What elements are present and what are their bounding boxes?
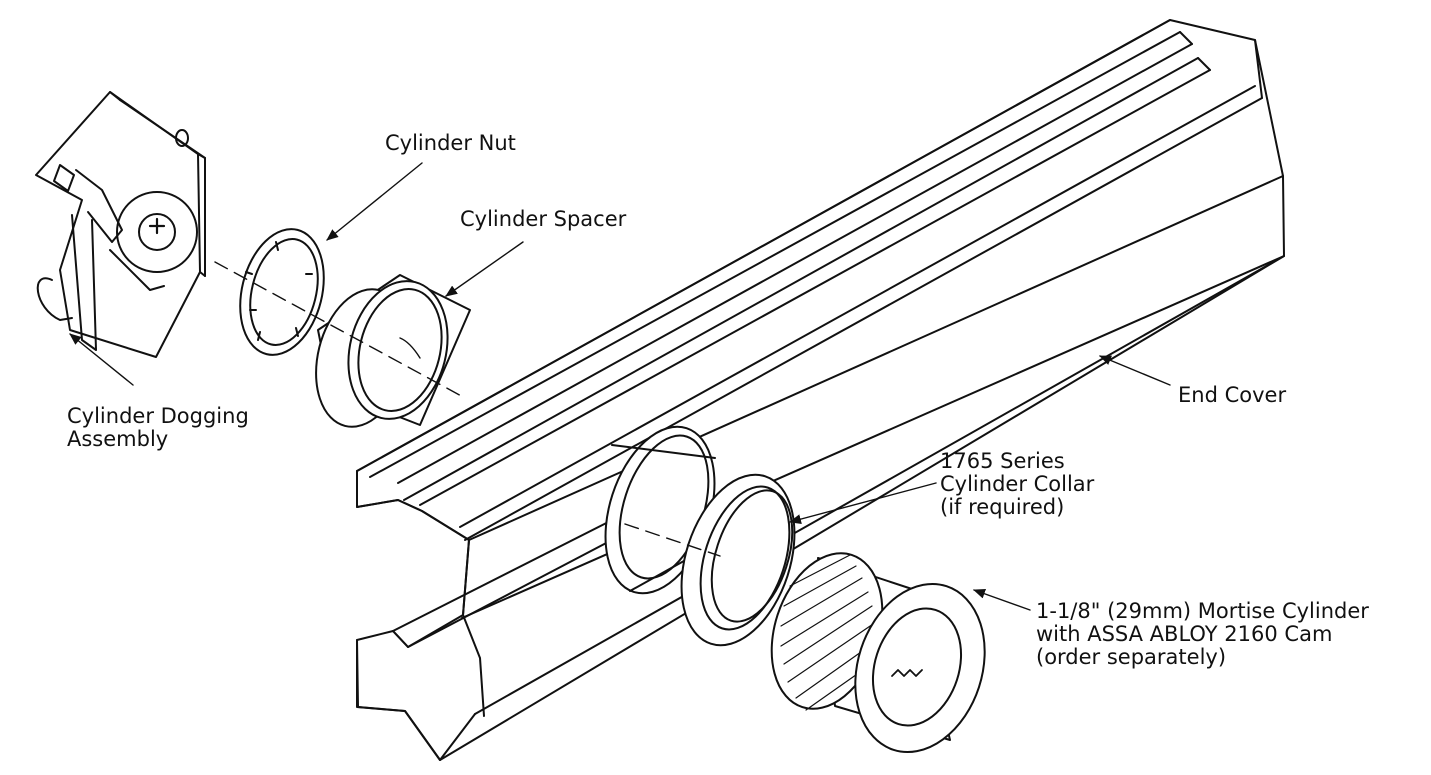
leader-collar	[789, 482, 937, 524]
leader-mortise	[973, 588, 1031, 611]
leader-lines	[69, 162, 1171, 611]
cylinder-nut	[239, 228, 325, 356]
leader-end-cover	[1099, 355, 1171, 386]
label-cylinder-nut: Cylinder Nut	[385, 131, 516, 155]
leader-cylinder-spacer	[445, 241, 524, 297]
label-cylinder-dogging-assembly: Cylinder Dogging Assembly	[67, 404, 249, 451]
end-cover-rail	[356, 19, 1285, 761]
mortise-cylinder	[770, 552, 986, 754]
cylinder-spacer	[315, 274, 471, 428]
leader-dogging	[69, 333, 134, 386]
cylinder-dogging-assembly	[35, 91, 206, 358]
label-cylinder-spacer: Cylinder Spacer	[460, 207, 627, 231]
cylinder-collar	[680, 473, 796, 647]
leader-cylinder-nut	[326, 162, 423, 241]
label-cylinder-collar: 1765 Series Cylinder Collar (if required…	[940, 449, 1095, 519]
label-mortise-cylinder: 1-1/8" (29mm) Mortise Cylinder with ASSA…	[1036, 599, 1369, 669]
center-axis-lines	[214, 261, 721, 557]
label-end-cover: End Cover	[1178, 383, 1287, 407]
